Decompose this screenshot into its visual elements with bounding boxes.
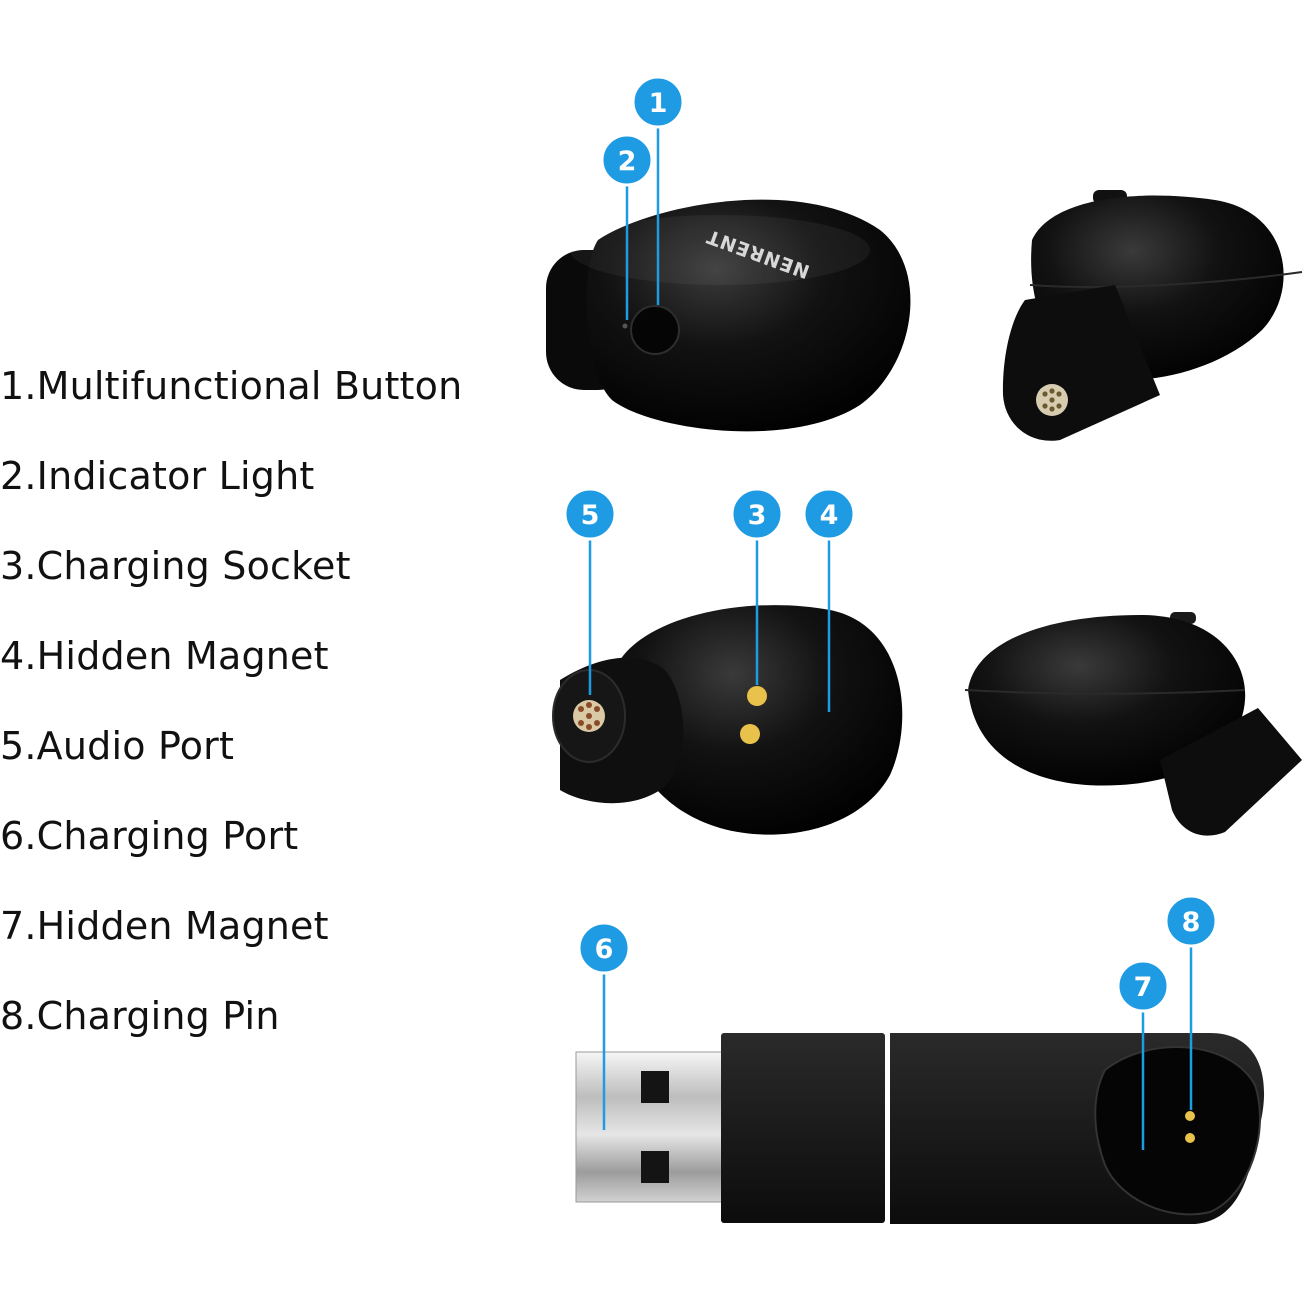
shell-highlight — [570, 215, 870, 285]
earbud-cradle — [1094, 1046, 1261, 1216]
usb-plug-hole-top — [641, 1071, 669, 1103]
earbud-back-view — [552, 605, 903, 835]
callout-7: 7 — [1116, 959, 1170, 1013]
legend-item-charging-pin: 8.Charging Pin — [0, 994, 280, 1038]
usb-plug-hole-bottom — [641, 1151, 669, 1183]
callout-1-number: 1 — [649, 88, 668, 119]
charging-socket-contact-top — [747, 686, 767, 706]
callout-4-number: 4 — [820, 500, 839, 531]
callout-4: 4 — [802, 487, 856, 541]
charging-pin-top — [1185, 1111, 1195, 1121]
earbud-front-view: NENRENT — [546, 199, 911, 432]
parts-legend: 1.Multifunctional Button 2.Indicator Lig… — [0, 0, 520, 1305]
earbud-shell — [586, 199, 911, 432]
callout-6: 6 — [577, 921, 631, 975]
audio-port-pins — [1042, 388, 1062, 412]
callout-2: 2 — [600, 133, 654, 187]
legend-item-hidden-magnet: 4.Hidden Magnet — [0, 634, 329, 678]
callout-1: 1 — [631, 75, 685, 129]
callout-leader-lines — [588, 126, 1193, 1150]
legend-item-charging-port: 6.Charging Port — [0, 814, 299, 858]
callout-8: 8 — [1164, 894, 1218, 948]
callout-7-number: 7 — [1134, 972, 1153, 1003]
legend-item-multifunctional-button: 1.Multifunctional Button — [0, 364, 463, 408]
callout-5-number: 5 — [581, 500, 600, 531]
audio-port-pin-grid — [578, 702, 600, 730]
legend-item-hidden-magnet-charger: 7.Hidden Magnet — [0, 904, 329, 948]
earbud-side-view-top — [1002, 190, 1303, 441]
charging-socket-contact-bottom — [740, 724, 760, 744]
callout-6-number: 6 — [595, 934, 614, 965]
earbud-shell-side-bottom — [968, 615, 1246, 786]
callout-5: 5 — [563, 487, 617, 541]
legend-item-audio-port: 5.Audio Port — [0, 724, 235, 768]
earbud-nozzle-side — [1160, 708, 1302, 836]
legend-item-indicator-light: 2.Indicator Light — [0, 454, 315, 498]
callout-3: 3 — [730, 487, 784, 541]
callout-3-number: 3 — [748, 500, 767, 531]
shell-seam — [1029, 271, 1303, 288]
multifunctional-button — [630, 305, 680, 355]
shell-seam-bottom — [964, 689, 1246, 695]
earbud-shell-back — [620, 605, 903, 835]
charging-pin-bottom — [1185, 1133, 1195, 1143]
earbud-side-view-bottom — [964, 612, 1302, 836]
callout-8-number: 8 — [1182, 907, 1201, 938]
dongle-body-left — [721, 1033, 885, 1223]
indicator-light — [622, 323, 628, 329]
usb-charger — [575, 1033, 1265, 1224]
legend-item-charging-socket: 3.Charging Socket — [0, 544, 351, 588]
callout-2-number: 2 — [618, 146, 637, 177]
